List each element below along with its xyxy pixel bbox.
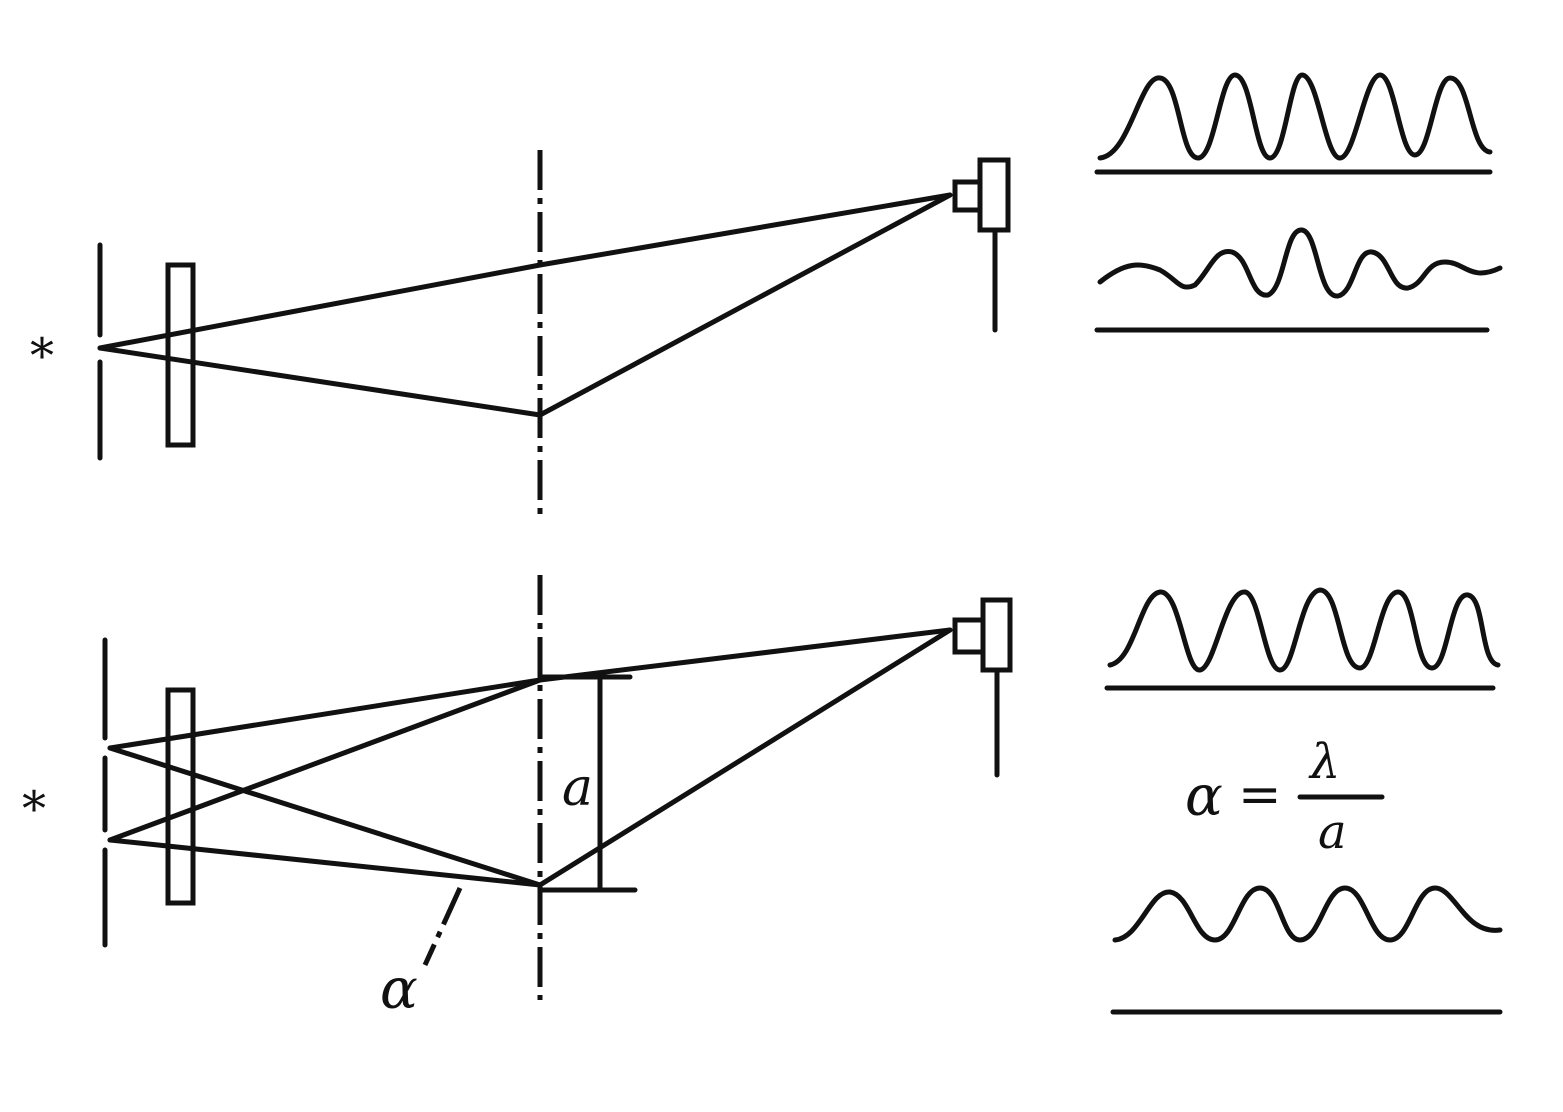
top-setup: * [30,150,1011,515]
ray [97,262,543,351]
detector-aperture-top [952,179,983,213]
ray [97,345,543,418]
ray [107,677,543,843]
ray [107,677,543,751]
star-source-bottom: * [22,781,46,837]
formula-equals: = [1238,765,1282,825]
formula-lhs: α [1185,764,1223,829]
angle-leader-line [422,886,463,967]
fringe-curve-1 [1097,72,1493,161]
bottom-setup: * a α [22,575,1013,1022]
fringe-patterns [1094,72,1503,1015]
slit-separation-label: a [562,758,593,818]
ray [537,192,953,418]
detector-aperture-bottom [952,617,986,655]
formula-numerator: λ [1308,734,1340,790]
ray [537,627,953,888]
filter-bottom [165,687,196,906]
ray [107,837,543,888]
formula-denominator: a [1318,804,1347,860]
fringe-curve-4 [1112,885,1503,943]
fringe-curve-2 [1097,227,1503,299]
detector-top [977,157,1011,233]
angle-label: α [380,957,418,1022]
ray [537,192,953,268]
ray [107,745,543,888]
filter-top [165,262,196,448]
fringe-curve-3 [1107,587,1501,673]
formula: α = λ a [1185,734,1385,860]
detector-bottom [980,597,1013,673]
star-source-top: * [30,328,54,384]
ray [537,627,953,683]
